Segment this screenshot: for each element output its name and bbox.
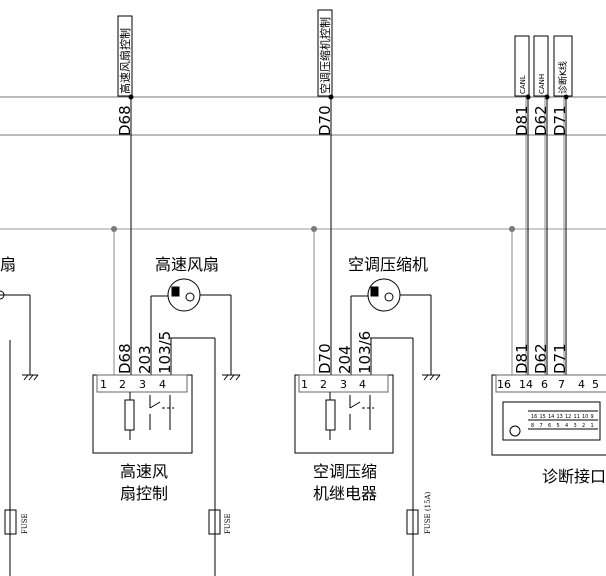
harness-wire-d71: D71 (551, 105, 569, 136)
fuse-3: FUSE (15A) (424, 491, 432, 534)
diag-connector-pin: 4 (565, 423, 568, 429)
tag-canl: CANL (519, 75, 527, 94)
diag-pin-7: 7 (558, 378, 565, 391)
ac-relay-label-2: 机继电器 (313, 484, 377, 503)
diag-connector-pin: 6 (548, 423, 551, 429)
diag-connector-pin: 12 (565, 414, 571, 420)
relay1-pin-1: 1 (100, 378, 107, 391)
diag-connector-pin: 5 (557, 423, 560, 429)
diag-connector-pin: 9 (591, 414, 594, 420)
tag-diag-line: 诊断K线 (557, 61, 569, 94)
relay1-wire-103-5: 103/5 (156, 331, 174, 374)
harness-wire-d68: D68 (116, 105, 134, 136)
relay1-pin-4: 4 (159, 378, 166, 391)
high-fan-label: 高速风扇 (155, 255, 219, 274)
relay1-wire-203: 203 (136, 345, 154, 374)
relay1-wire-d68: D68 (116, 343, 134, 374)
left-fan-label: 扇 (0, 255, 16, 274)
relay2-wire-103-6: 103/6 (356, 331, 374, 374)
relay2-wire-d70: D70 (316, 343, 334, 374)
diag-pin-5: 5 (592, 378, 599, 391)
diag-connector-pin: 7 (540, 423, 543, 429)
diag-pin-14: 14 (519, 378, 533, 391)
harness-wire-d62: D62 (532, 105, 550, 136)
relay2-pin-4: 4 (359, 378, 366, 391)
diag-connector-pin: 11 (574, 414, 580, 420)
relay2-wire-204: 204 (336, 345, 354, 374)
high-fan-relay-label-2: 扇控制 (120, 484, 168, 503)
relay2-pin-1: 1 (301, 378, 308, 391)
relay2-pin-2: 2 (320, 378, 327, 391)
ac-relay-label-1: 空调压缩 (313, 462, 377, 481)
relay1-pin-2: 2 (119, 378, 126, 391)
diag-connector-pin: 16 (531, 414, 537, 420)
ac-comp-label: 空调压缩机 (348, 255, 428, 274)
tag-canh: CANH (538, 74, 546, 94)
diag-connector-pin: 13 (557, 414, 563, 420)
tag-high-fan-ctrl: 高速风扇控制 (118, 28, 132, 94)
diag-wire-d62: D62 (532, 343, 550, 374)
fuse-1: FUSE (21, 513, 29, 534)
diag-connector-pin: 8 (531, 423, 534, 429)
diag-connector-pin: 1 (591, 423, 594, 429)
diag-pin-16: 16 (497, 378, 511, 391)
diag-connector-pin: 14 (548, 414, 554, 420)
diag-port (491, 374, 606, 456)
high-fan-relay-label-1: 高速风 (120, 462, 168, 481)
diag-connector-pin: 3 (574, 423, 577, 429)
diag-connector-pin: 10 (582, 414, 588, 420)
diag-connector-pin: 15 (540, 414, 546, 420)
relay1-pin-3: 3 (139, 378, 146, 391)
harness-wire-d70: D70 (316, 105, 334, 136)
ac-comp-relay (294, 374, 394, 454)
diag-connector-pin: 2 (582, 423, 585, 429)
diag-wire-d81: D81 (513, 343, 531, 374)
diag-port-label: 诊断接口 (542, 467, 606, 486)
diag-wire-d71: D71 (551, 343, 569, 374)
relay2-pin-3: 3 (340, 378, 347, 391)
harness-wire-d81: D81 (513, 105, 531, 136)
diag-pin-6: 6 (541, 378, 548, 391)
high-fan-relay (92, 374, 193, 454)
fuse-2: FUSE (224, 513, 232, 534)
tag-ac-comp-ctrl: 空调压缩机控制 (318, 17, 332, 94)
diag-pin-4: 4 (578, 378, 585, 391)
